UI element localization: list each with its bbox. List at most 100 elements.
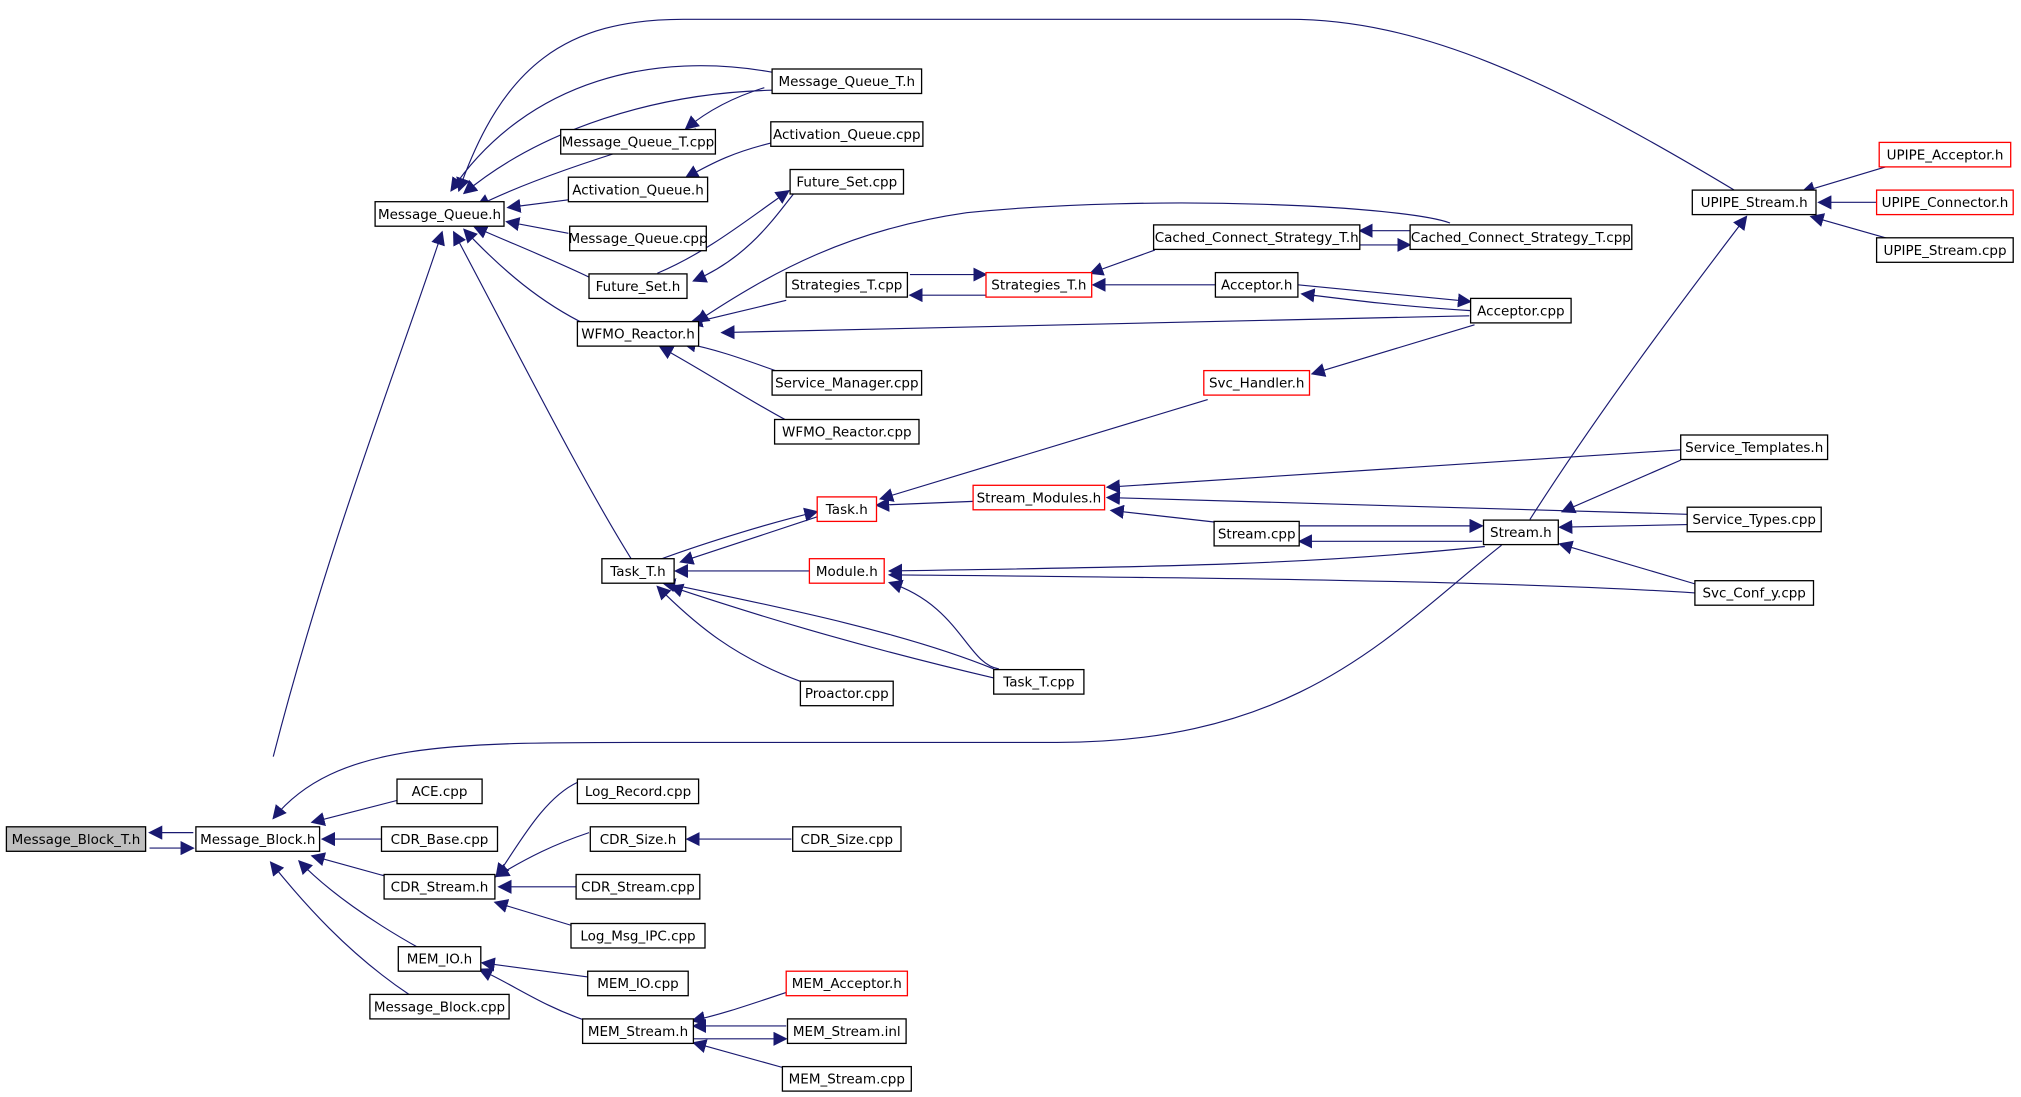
node-upipe-stream-h[interactable]: UPIPE_Stream.h	[1691, 189, 1817, 216]
node-box	[374, 201, 505, 227]
edge-service-templates-h-to-stream-h	[1560, 460, 1681, 514]
node-ace-cpp[interactable]: ACE.cpp	[396, 778, 483, 805]
node-box	[771, 369, 923, 396]
node-label: Strategies_T.h	[991, 278, 1086, 294]
node-box	[785, 970, 909, 997]
edge-svc-conf-y-cpp-to-module-h	[887, 567, 1695, 593]
node-upipe-acceptor-h[interactable]: UPIPE_Acceptor.h	[1878, 141, 2012, 168]
node-module-h[interactable]: Module.h	[808, 558, 885, 584]
node-cached-connect-strategy-t-cpp[interactable]: Cached_Connect_Strategy_T.cpp	[1409, 224, 1633, 251]
node-task-h[interactable]: Task.h	[816, 496, 878, 523]
node-svc-handler-h[interactable]: Svc_Handler.h	[1203, 369, 1311, 396]
node-proactor-cpp[interactable]: Proactor.cpp	[799, 680, 894, 707]
edge-acceptor-cpp-to-acceptor-h	[1300, 288, 1471, 311]
node-message-queue-t-cpp[interactable]: Message_Queue_T.cpp	[560, 128, 717, 155]
node-strategies-t-h[interactable]: Strategies_T.h	[985, 271, 1093, 298]
node-message-block-cpp[interactable]: Message_Block.cpp	[369, 993, 510, 1020]
node-message-queue-cpp[interactable]: Message_Queue.cpp	[568, 225, 708, 252]
node-log-msg-ipc-cpp[interactable]: Log_Msg_IPC.cpp	[570, 922, 706, 949]
node-svc-conf-y-cpp[interactable]: Svc_Conf_y.cpp	[1694, 580, 1815, 606]
node-upipe-connector-h[interactable]: UPIPE_Connector.h	[1875, 189, 2014, 216]
edge-task-h-to-task-t-h	[679, 517, 818, 565]
edge-task-t-cpp-to-task-t-h	[661, 578, 993, 669]
node-future-set-cpp[interactable]: Future_Set.cpp	[789, 168, 905, 195]
node-label: Message_Block.cpp	[374, 999, 505, 1015]
node-label: Proactor.cpp	[805, 686, 889, 702]
node-wfmo-reactor-h[interactable]: WFMO_Reactor.h	[576, 320, 700, 347]
node-label: CDR_Size.h	[600, 832, 677, 848]
node-label: CDR_Stream.cpp	[581, 880, 695, 896]
node-acceptor-h[interactable]: Acceptor.h	[1214, 271, 1299, 298]
node-cdr-size-h[interactable]: CDR_Size.h	[589, 826, 687, 852]
node-cdr-stream-cpp[interactable]: CDR_Stream.cpp	[575, 873, 701, 900]
node-wfmo-reactor-cpp[interactable]: WFMO_Reactor.cpp	[773, 418, 920, 445]
node-message-block-t-h[interactable]: Message_Block_T.h	[5, 826, 147, 852]
edge-cdr-stream-h-to-message-block-h	[310, 852, 387, 877]
node-message-queue-t-h[interactable]: Message_Queue_T.h	[771, 68, 923, 95]
node-box	[576, 320, 700, 347]
edge-task-t-cpp-to-module-h	[887, 579, 999, 669]
node-activation-queue-cpp[interactable]: Activation_Queue.cpp	[770, 121, 924, 147]
node-cdr-stream-h[interactable]: CDR_Stream.h	[383, 873, 496, 900]
node-mem-io-cpp[interactable]: MEM_IO.cpp	[587, 970, 689, 997]
node-box	[560, 128, 717, 155]
node-message-block-h[interactable]: Message_Block.h	[195, 826, 321, 852]
node-box	[195, 826, 321, 852]
edge-log-msg-ipc-cpp-to-cdr-stream-h	[493, 899, 580, 928]
edge-wfmo-reactor-cpp-to-wfmo-reactor-h	[658, 346, 786, 420]
edge-ace-cpp-to-message-block-h	[310, 799, 402, 827]
node-task-t-h[interactable]: Task_T.h	[601, 558, 675, 584]
node-mem-acceptor-h[interactable]: MEM_Acceptor.h	[785, 970, 909, 997]
node-message-queue-h[interactable]: Message_Queue.h	[374, 201, 505, 227]
node-cdr-base-cpp[interactable]: CDR_Base.cpp	[380, 826, 499, 852]
node-future-set-h[interactable]: Future_Set.h	[588, 273, 688, 300]
edge-acceptor-cpp-to-svc-handler-h	[1310, 325, 1474, 377]
node-stream-h[interactable]: Stream.h	[1482, 519, 1559, 546]
node-acceptor-cpp[interactable]: Acceptor.cpp	[1469, 297, 1572, 324]
edge-stream-h-to-upipe-stream-h	[1530, 215, 1748, 520]
node-box	[5, 826, 147, 852]
edge-mem-io-h-to-message-block-h	[298, 859, 420, 949]
node-box	[781, 1065, 912, 1092]
node-mem-io-h[interactable]: MEM_IO.h	[397, 946, 482, 972]
node-box	[792, 826, 902, 852]
node-mem-stream-h[interactable]: MEM_Stream.h	[581, 1018, 695, 1045]
node-log-record-cpp[interactable]: Log_Record.cpp	[576, 778, 700, 805]
node-box	[816, 496, 878, 523]
node-box	[1875, 237, 2014, 263]
node-activation-queue-h[interactable]: Activation_Queue.h	[567, 176, 709, 203]
node-label: CDR_Base.cpp	[391, 832, 489, 848]
node-cached-connect-strategy-t-h[interactable]: Cached_Connect_Strategy_T.h	[1152, 224, 1361, 251]
node-stream-modules-h[interactable]: Stream_Modules.h	[972, 484, 1106, 511]
node-upipe-stream-cpp[interactable]: UPIPE_Stream.cpp	[1875, 237, 2014, 263]
node-box	[601, 558, 675, 584]
node-stream-cpp[interactable]: Stream.cpp	[1213, 520, 1300, 547]
edge-message-queue-h-to-message-block-h	[273, 230, 445, 757]
node-box	[1409, 224, 1633, 251]
node-box	[1878, 141, 2012, 168]
node-label: Task.h	[825, 502, 868, 518]
edge-activation-queue-cpp-to-activation-queue-h	[684, 143, 771, 179]
node-mem-stream-inl[interactable]: MEM_Stream.inl	[786, 1018, 907, 1045]
node-service-templates-h[interactable]: Service_Templates.h	[1680, 434, 1829, 461]
node-strategies-t-cpp[interactable]: Strategies_T.cpp	[785, 271, 909, 298]
node-task-t-cpp[interactable]: Task_T.cpp	[993, 668, 1085, 695]
node-service-types-cpp[interactable]: Service_Types.cpp	[1686, 506, 1822, 533]
edge-acceptor-h-to-acceptor-cpp	[1298, 285, 1473, 308]
node-box	[1694, 580, 1815, 606]
node-box	[1214, 271, 1299, 298]
node-box	[985, 271, 1093, 298]
node-box	[773, 418, 920, 445]
node-box	[567, 176, 709, 203]
node-box	[588, 273, 688, 300]
edge-stream-h-to-module-h	[887, 546, 1484, 578]
edge-mem-stream-cpp-to-mem-stream-h	[692, 1039, 786, 1069]
node-cdr-size-cpp[interactable]: CDR_Size.cpp	[792, 826, 902, 852]
edge-svc-conf-y-cpp-to-stream-h	[1558, 540, 1695, 584]
node-service-manager-cpp[interactable]: Service_Manager.cpp	[771, 369, 923, 396]
node-mem-stream-cpp[interactable]: MEM_Stream.cpp	[781, 1065, 912, 1092]
edge-mem-acceptor-h-to-mem-stream-h	[690, 992, 786, 1026]
edge-message-queue-cpp-to-message-queue-h	[505, 217, 569, 234]
